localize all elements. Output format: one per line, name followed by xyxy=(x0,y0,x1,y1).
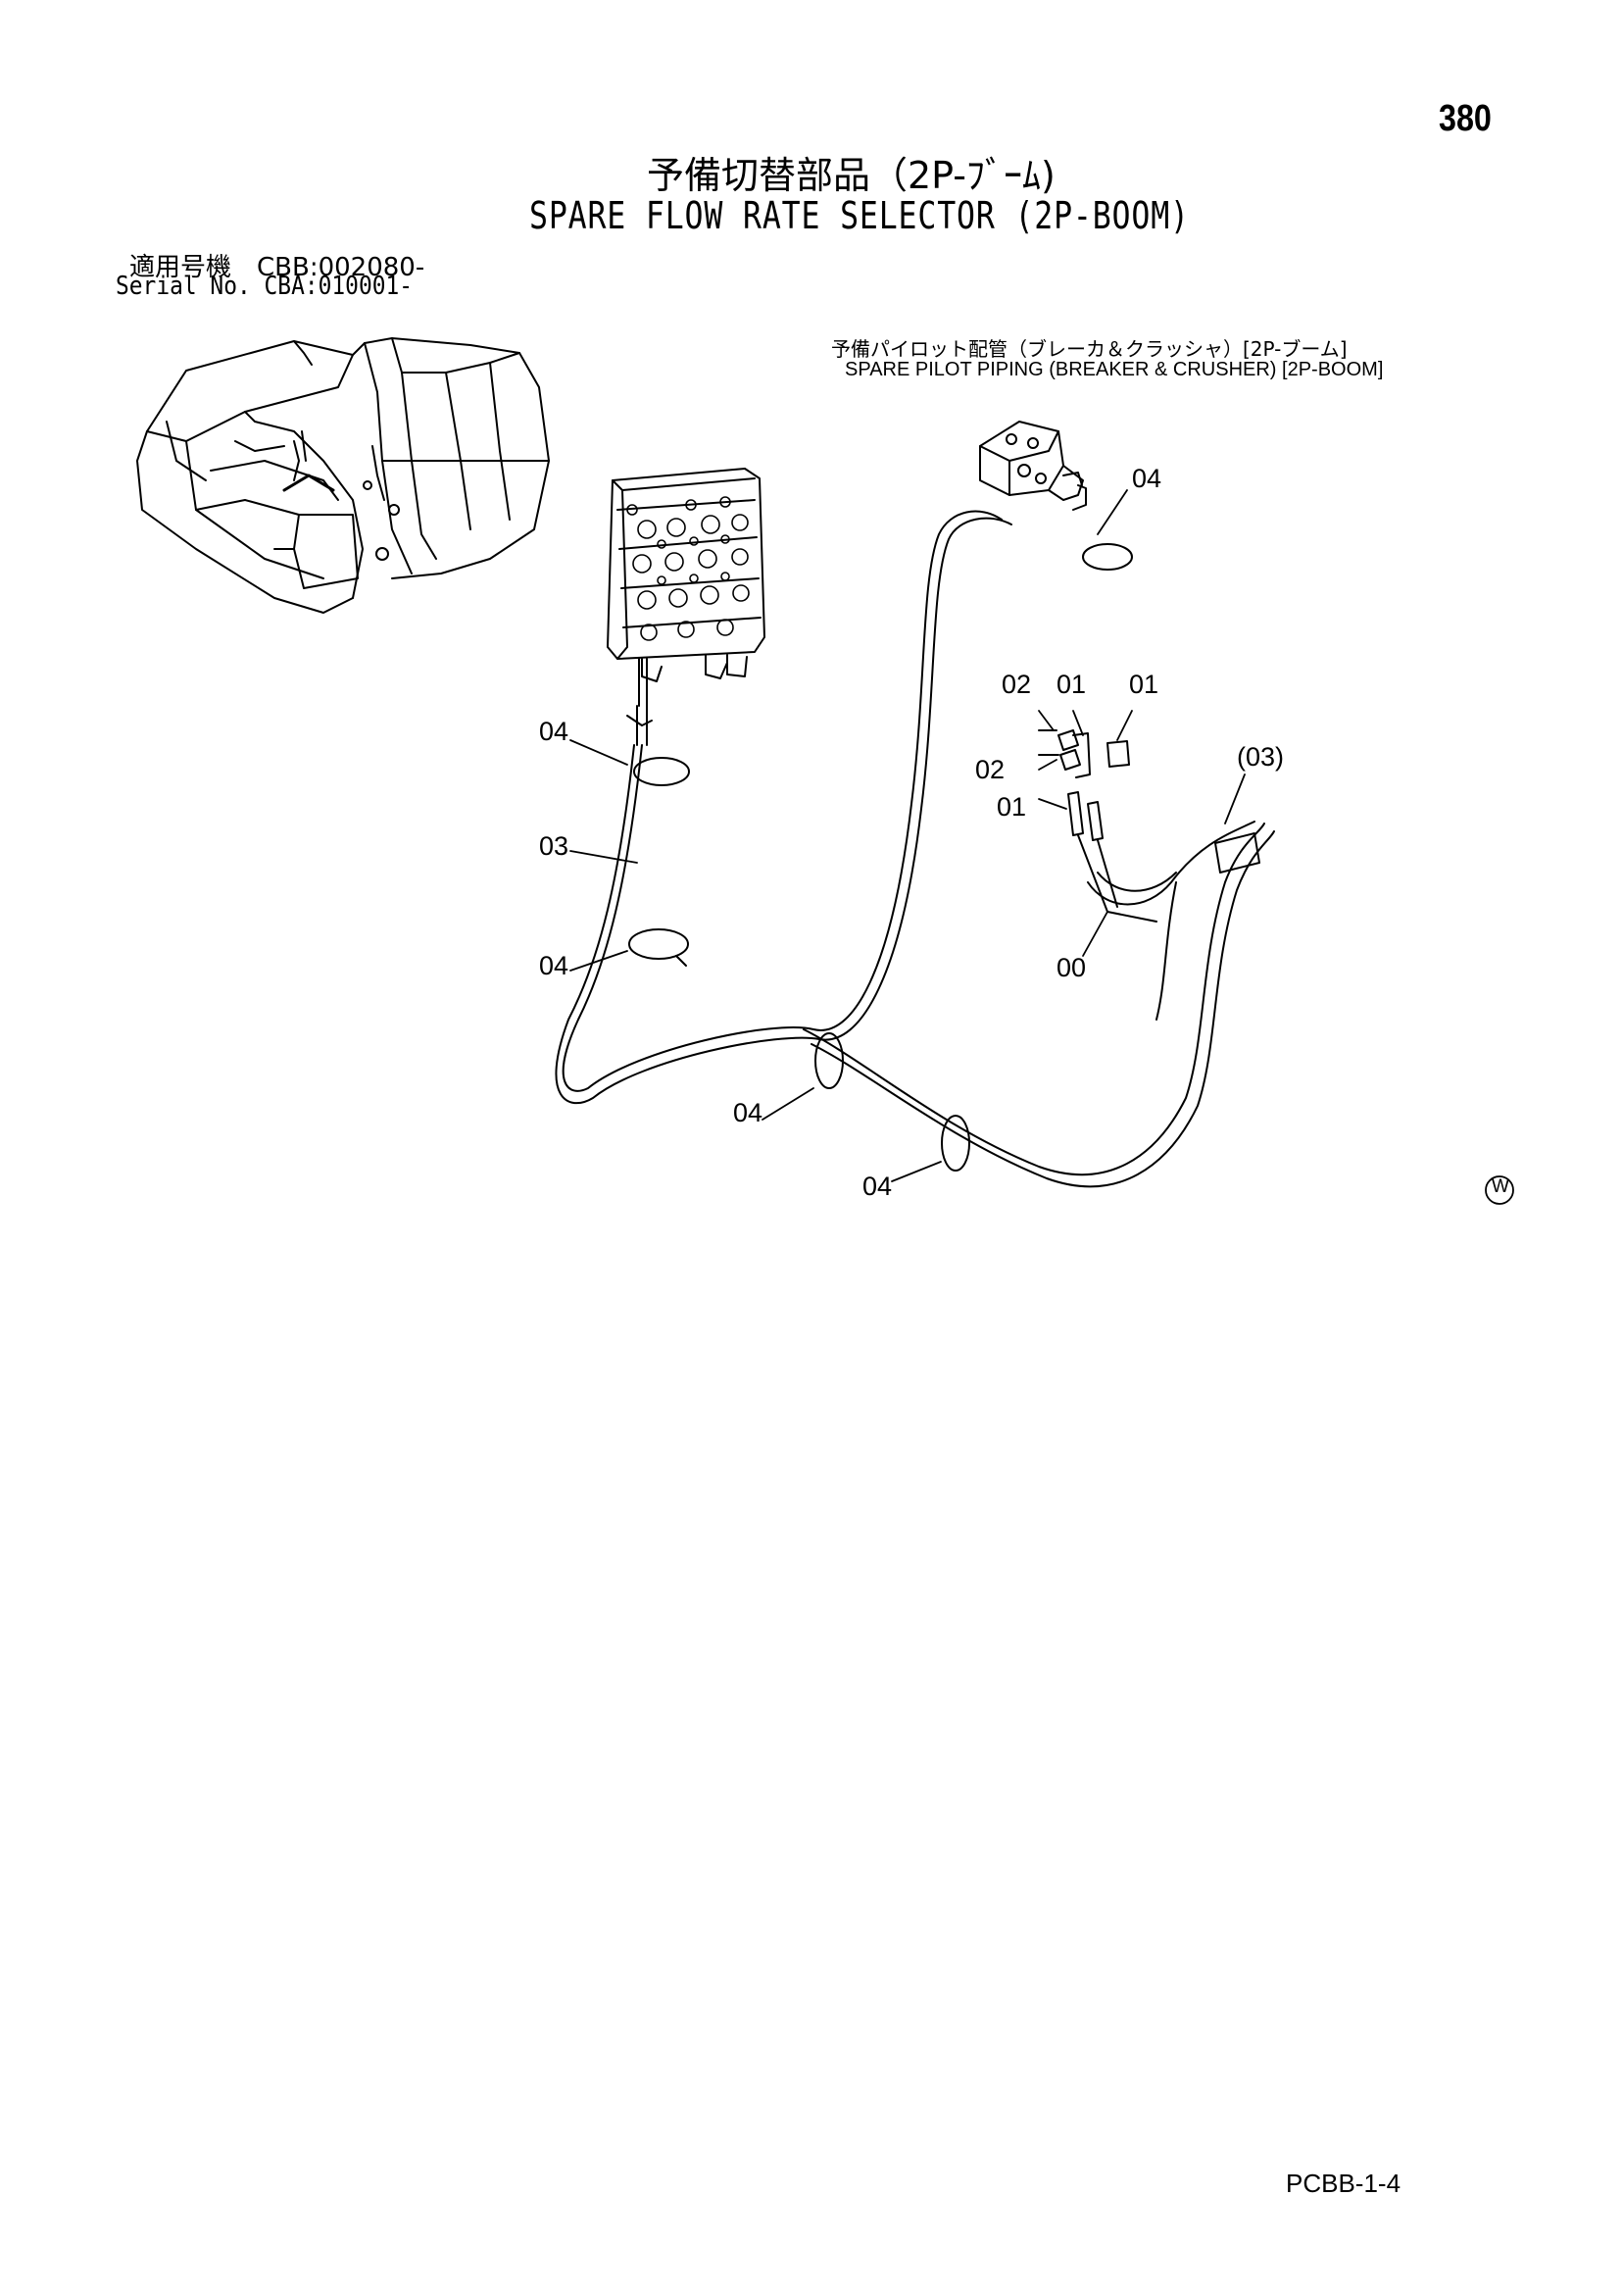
control-valve-block-illustration xyxy=(607,468,765,707)
applicable-serial-english: Serial No. CBA:010001- xyxy=(116,272,414,301)
page-code: PCBB-1-4 xyxy=(1286,2169,1401,2198)
revision-w-mark xyxy=(1485,1175,1514,1205)
pilot-hoses xyxy=(555,510,1275,1188)
callout-03-parenthesized: (03) xyxy=(1237,742,1285,772)
applicable-serial-japanese: 適用号機 CBB:002080- xyxy=(129,253,425,282)
callout-04-bottom-right: 04 xyxy=(862,1172,893,1201)
page-number: 380 xyxy=(1439,98,1492,139)
subassembly-label-japanese: 予備パイロット配管（ブレーカ＆クラッシャ）[2P-ブーム] xyxy=(831,337,1348,361)
callout-04-left-lower: 04 xyxy=(539,951,569,980)
callout-leaders xyxy=(569,489,1246,1182)
callout-04-valve-clamp: 04 xyxy=(1132,464,1162,493)
spare-valve-illustration xyxy=(979,421,1087,511)
revision-w-letter: W xyxy=(1492,1176,1509,1197)
callout-01-upper-left: 01 xyxy=(1057,670,1087,699)
callout-00: 00 xyxy=(1057,953,1087,982)
connector-harness-illustration xyxy=(1038,729,1260,923)
subassembly-label-english: SPARE PILOT PIPING (BREAKER & CRUSHER) [… xyxy=(845,359,1384,380)
callout-04-bottom-left: 04 xyxy=(733,1098,763,1127)
hose-clamps xyxy=(626,543,1133,1172)
callout-02-lower: 02 xyxy=(975,755,1006,784)
callout-01-upper-right: 01 xyxy=(1129,670,1159,699)
callout-03-left: 03 xyxy=(539,831,569,861)
title-japanese: 予備切替部品（2P-ﾌﾞｰﾑ) xyxy=(647,154,1056,197)
title-english: SPARE FLOW RATE SELECTOR (2P-BOOM) xyxy=(529,194,1190,237)
callout-02-upper: 02 xyxy=(1002,670,1032,699)
callout-04-left-upper: 04 xyxy=(539,717,569,746)
machine-overview-illustration xyxy=(136,337,550,614)
callout-01-lower: 01 xyxy=(997,792,1027,822)
